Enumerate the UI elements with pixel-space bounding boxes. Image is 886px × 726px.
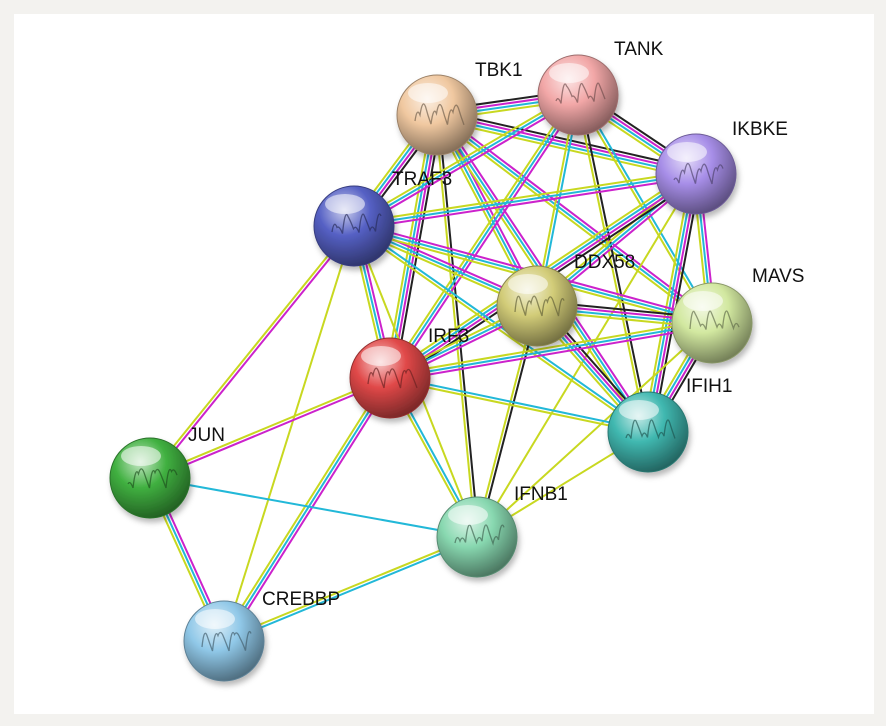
node-tank[interactable] [537,54,619,136]
edge-evidence-line [223,534,477,641]
edge-evidence-line [147,224,354,478]
node-label-traf3: TRAF3 [392,169,452,190]
edge-evidence-line [148,375,390,478]
protein-structure-icon [331,213,382,234]
edge-jun-ifnb1[interactable] [149,477,478,538]
protein-structure-icon [127,468,178,489]
node-label-crebbp: CREBBP [262,589,340,610]
node-highlight [549,63,589,83]
node-ifnb1[interactable] [436,496,518,578]
edge-traf3-jun[interactable] [147,224,357,480]
node-highlight [195,609,235,629]
protein-structure-icon [201,630,252,652]
node-highlight [361,346,401,366]
node-highlight [408,83,448,103]
edge-evidence-line [354,176,697,231]
nodes-layer [109,54,753,682]
edge-ifnb1-crebbp[interactable] [223,534,478,644]
edge-evidence-line [225,379,394,644]
node-highlight [619,400,659,420]
node-highlight [683,291,723,311]
edge-mavs-ifnb1[interactable] [476,322,713,538]
edge-evidence-line [149,477,478,538]
edge-evidence-line [438,111,715,322]
node-label-jun: JUN [188,425,225,446]
edge-evidence-line [390,375,649,432]
edge-evidence-line [434,115,477,538]
edge-evidence-line [389,94,579,379]
edge-evidence-line [645,173,696,432]
edge-tank-irf3[interactable] [386,92,582,381]
edge-evidence-line [476,322,713,538]
edge-evidence-line [224,537,478,644]
node-label-ifih1: IFIH1 [686,376,732,397]
edge-evidence-line [575,95,648,433]
edge-evidence-line [642,172,693,432]
edge-evidence-line [353,169,696,224]
edge-evidence-line [352,226,648,435]
edge-irf3-ifih1[interactable] [389,375,649,435]
protein-structure-icon [367,367,418,389]
node-crebbp[interactable] [183,600,265,682]
edge-evidence-line [389,318,712,376]
node-highlight [508,274,548,294]
node-label-tank: TANK [614,39,664,60]
edge-tank-ifih1[interactable] [575,94,651,433]
node-highlight [325,194,365,214]
edge-irf3-jun[interactable] [148,375,392,481]
edge-traf3-crebbp[interactable] [223,225,355,642]
edge-tank-traf3[interactable] [351,91,581,230]
protein-structure-icon [514,295,565,317]
node-ikbke[interactable] [655,133,737,215]
node-jun[interactable] [109,437,191,519]
edge-evidence-line [389,322,713,379]
node-highlight [121,446,161,466]
edge-evidence-line [389,378,648,435]
protein-structure-icon [625,419,676,440]
node-label-ikbke: IKBKE [732,119,788,140]
node-label-ddx58: DDX58 [574,252,635,273]
node-label-tbk1: TBK1 [475,60,523,81]
node-mavs[interactable] [671,282,753,364]
edge-evidence-line [351,91,577,225]
edge-evidence-line [648,174,699,433]
node-label-irf3: IRF3 [428,326,469,347]
edge-evidence-line [353,173,697,227]
edge-evidence-line [150,226,357,480]
edge-evidence-line [353,94,579,227]
node-label-mavs: MAVS [752,266,804,287]
edge-evidence-line [150,378,392,481]
edge-irf3-crebbp[interactable] [220,375,394,644]
protein-structure-icon [454,524,505,546]
edge-evidence-line [391,96,582,381]
protein-structure-icon [555,82,606,104]
node-highlight [448,505,488,525]
node-label-ifnb1: IFNB1 [514,484,568,505]
edge-ikbke-traf3[interactable] [353,169,697,231]
node-tbk1[interactable] [396,74,478,156]
node-ddx58[interactable] [496,265,578,347]
edge-evidence-line [578,94,651,432]
node-highlight [667,142,707,162]
edge-evidence-line [223,225,355,642]
node-irf3[interactable] [349,337,431,419]
node-ifih1[interactable] [607,391,689,473]
protein-structure-icon [689,310,740,331]
edge-evidence-line [223,377,391,642]
protein-structure-icon [673,162,724,185]
edge-evidence-line [386,92,577,377]
node-traf3[interactable] [313,185,395,267]
edge-evidence-line [355,96,581,230]
edge-mavs-irf3[interactable] [389,318,713,383]
edge-evidence-line [390,325,713,383]
protein-structure-icon [414,103,465,126]
edge-evidence-line [220,375,389,640]
